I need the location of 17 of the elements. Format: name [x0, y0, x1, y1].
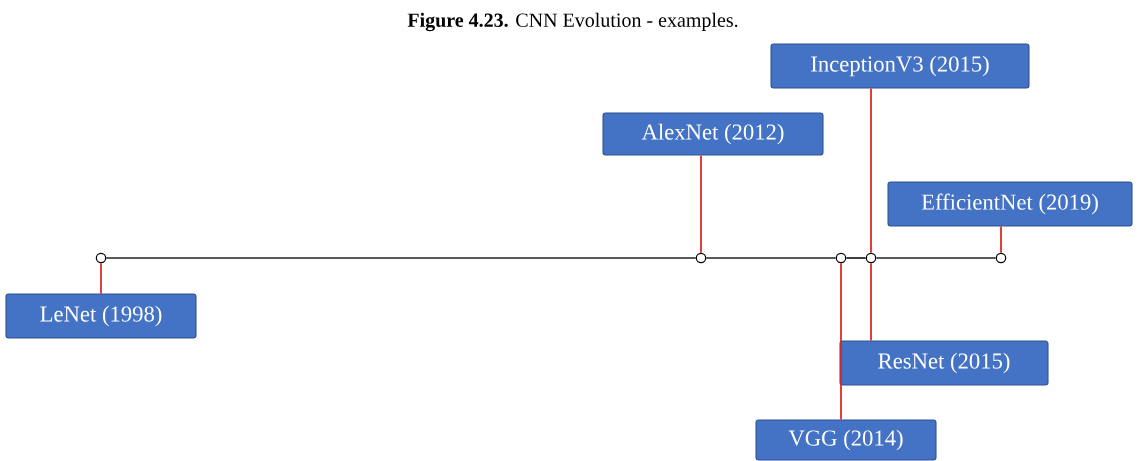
connector-line — [870, 262, 872, 342]
label-box: EfficientNet (2019) — [887, 181, 1133, 227]
connector-line — [845, 257, 867, 259]
label-box: LeNet (1998) — [5, 293, 197, 339]
label-box: AlexNet (2012) — [602, 112, 824, 156]
figure-caption: Figure 4.23. CNN Evolution - examples. — [407, 12, 738, 32]
connector-line — [100, 262, 102, 295]
connector-line — [1000, 225, 1002, 254]
label-box: VGG (2014) — [755, 419, 937, 461]
connector-line — [840, 262, 842, 421]
label-box: InceptionV3 (2015) — [770, 43, 1030, 89]
connector-line — [875, 257, 997, 259]
label-box: ResNet (2015) — [839, 340, 1049, 386]
connector-line — [105, 257, 697, 259]
connector-line — [870, 87, 872, 254]
connector-line — [705, 257, 837, 259]
connector-line — [700, 154, 702, 254]
